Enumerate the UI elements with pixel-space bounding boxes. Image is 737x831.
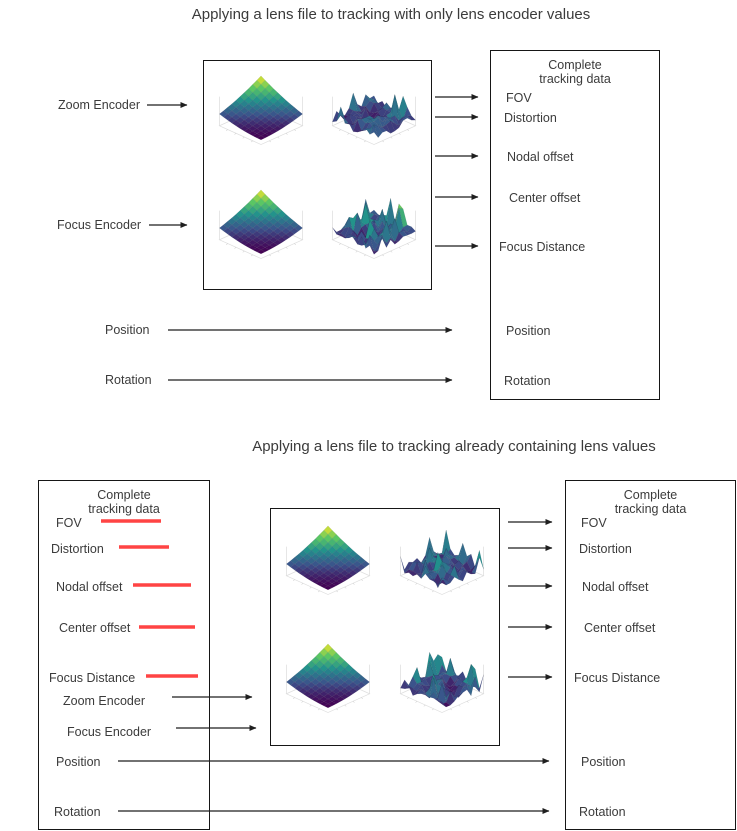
- tracking-item-nodal-offset: Nodal offset: [582, 580, 649, 594]
- tracking-item-rotation: Rotation: [504, 374, 551, 388]
- passthrough-label-position: Position: [105, 323, 150, 337]
- box-title-line2: tracking data: [88, 502, 160, 516]
- lens-file-plots-box-top: [203, 60, 432, 290]
- tracking-item-nodal-offset: Nodal offset: [507, 150, 574, 164]
- tracking-item-distortion: Distortion: [51, 542, 104, 556]
- tracking-item-center-offset: Center offset: [584, 621, 656, 635]
- passthrough-label-rotation: Rotation: [105, 373, 152, 387]
- surface-plot-noisy: [399, 530, 485, 595]
- box-title-line1: Complete: [623, 488, 678, 502]
- tracking-item-focus-distance: Focus Distance: [49, 671, 136, 685]
- tracking-item-fov: FOV: [581, 516, 607, 530]
- tracking-item-focus-distance: Focus Distance: [574, 671, 661, 685]
- top-diagram-title: Applying a lens file to tracking with on…: [191, 6, 591, 23]
- tracking-output-box-bottom: Complete tracking data FOV Distortion No…: [565, 480, 736, 830]
- tracking-item-position: Position: [581, 755, 626, 769]
- surface-plot-smooth: [218, 189, 304, 259]
- input-label-zoom-encoder: Zoom Encoder: [58, 98, 140, 112]
- surface-plot-noisy: [331, 198, 417, 259]
- input-label-focus-encoder: Focus Encoder: [57, 218, 142, 232]
- tracking-item-rotation: Rotation: [54, 805, 101, 819]
- tracking-output-box-top: Complete tracking data FOV Distortion No…: [490, 50, 660, 400]
- surface-plot-noisy: [399, 652, 485, 713]
- box-title-line1: Complete: [97, 488, 151, 502]
- surface-plot-smooth: [218, 75, 304, 145]
- tracking-item-distortion: Distortion: [504, 111, 557, 125]
- tracking-item-zoom-encoder: Zoom Encoder: [63, 694, 145, 708]
- surface-plot-smooth: [285, 643, 371, 713]
- tracking-item-center-offset: Center offset: [509, 191, 581, 205]
- bottom-diagram-title: Applying a lens file to tracking already…: [252, 438, 656, 455]
- box-title-line1: Complete: [548, 58, 602, 72]
- tracking-item-focus-encoder: Focus Encoder: [67, 725, 152, 739]
- surface-plot-smooth: [285, 525, 371, 595]
- tracking-input-box-bottom: Complete tracking data FOV Distortion No…: [38, 480, 210, 830]
- tracking-item-center-offset: Center offset: [59, 621, 131, 635]
- box-title-line2: tracking data: [614, 502, 687, 516]
- tracking-item-nodal-offset: Nodal offset: [56, 580, 123, 594]
- tracking-item-position: Position: [506, 324, 551, 338]
- box-title-line2: tracking data: [539, 72, 611, 86]
- tracking-item-fov: FOV: [506, 91, 532, 105]
- tracking-item-distortion: Distortion: [579, 542, 632, 556]
- tracking-item-fov: FOV: [56, 516, 82, 530]
- tracking-item-focus-distance: Focus Distance: [499, 240, 586, 254]
- lens-file-plots-box-bottom: [270, 508, 500, 746]
- tracking-item-rotation: Rotation: [579, 805, 626, 819]
- tracking-item-position: Position: [56, 755, 101, 769]
- surface-plot-noisy: [331, 92, 417, 145]
